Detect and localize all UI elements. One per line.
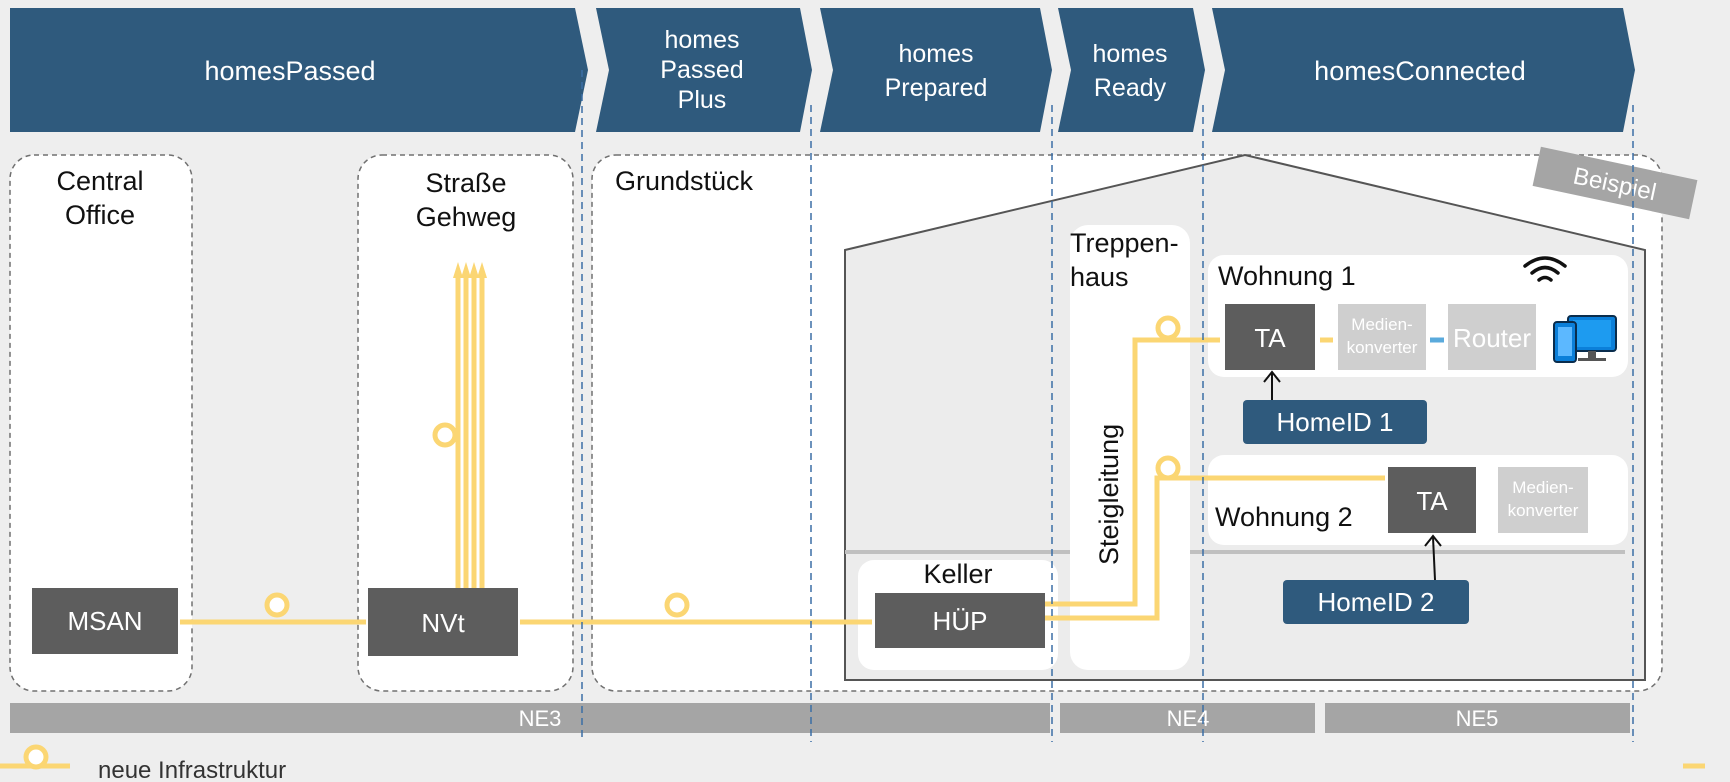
phase-arrow-homes-passed [10,8,588,132]
zone-label-grundstueck: Grundstück [615,166,754,196]
badge-background [1532,146,1698,220]
loop-2 [664,592,690,618]
fiber-riser-1 [1045,337,1220,607]
device-ta-2 [1388,467,1476,533]
homeid-2-box [1283,580,1469,624]
label-treppen: Treppen- [1070,228,1179,258]
homeid-1-box [1243,400,1427,444]
arrowhead-1 [453,262,463,278]
arrow-homeid-2 [1432,536,1436,581]
device-medienkonverter-1-line1: Medien- [1351,315,1412,334]
loop-5 [1155,455,1181,481]
label-keller: Keller [923,559,992,589]
zone-central-office [9,154,193,692]
zone-label-gehweg: Gehweg [416,202,517,232]
device-ta-1 [1225,304,1315,370]
device-medienkonverter-2-line1: Medien- [1512,478,1573,497]
device-medienkonverter-2 [1498,467,1588,533]
ne3-bar [10,703,1050,733]
device-huep-label: HÜP [933,606,988,636]
phase-label-homes-ready-1: homes [1092,40,1167,68]
phase-arrow-homes-passed-plus [596,8,812,132]
label-steigleitung: Steigleitung [1094,424,1124,565]
homeid-1-label: HomeID 1 [1276,407,1393,437]
label-wohnung-1: Wohnung 1 [1218,261,1356,291]
phase-label-homes-passed-plus-3: Plus [678,86,727,114]
device-router [1448,304,1536,370]
ne3-label: NE3 [519,706,562,731]
device-huep [875,593,1045,648]
device-nvt [368,588,518,656]
label-haus: haus [1070,262,1129,292]
wifi-icon [1523,256,1567,282]
arrowhead-homeid-1 [1263,370,1281,383]
homeid-arrows [1263,370,1442,581]
fiber-riser-2 [1045,475,1385,621]
phone-icon [1553,321,1577,363]
phase-label-homes-passed-plus-1: homes [664,26,739,54]
phase-label-homes-ready-2: Ready [1094,74,1167,102]
ne5-label: NE5 [1456,706,1499,731]
phase-arrow-homes-connected [1212,8,1635,132]
arrowhead-4 [477,262,487,278]
arrowhead-3 [469,262,479,278]
phase-label-homes-prepared-2: Prepared [885,74,988,102]
arrowhead-2 [461,262,471,278]
loop-4 [1155,315,1181,341]
device-ta-1-label: TA [1254,323,1286,353]
homeid-2-label: HomeID 2 [1317,587,1434,617]
device-nvt-label: NVt [421,608,465,638]
phase-separators [581,70,1634,742]
phase-arrow-homes-ready [1058,8,1205,132]
zone-label-office: Office [65,200,135,230]
fiber-lines [0,278,1705,769]
phase-label-homes-passed-plus-2: Passed [660,56,743,84]
zone-label-central: Central [56,166,143,196]
phase-label-homes-passed: homesPassed [204,56,375,86]
phase-label-homes-prepared-1: homes [898,40,973,68]
fiber-arrowheads [453,262,487,278]
ne4-bar [1060,703,1315,733]
label-wohnung-2: Wohnung 2 [1215,502,1353,532]
device-medienkonverter-1 [1338,304,1426,370]
fiber-loops [23,315,1181,770]
arrowhead-homeid-2 [1424,534,1442,547]
phase-header: homesPassed homes Passed Plus homes Prep… [10,8,1635,132]
legend-label: neue Infrastruktur [98,757,286,782]
zone-label-strasse: Straße [425,168,506,198]
phase-label-homes-connected: homesConnected [1314,56,1526,86]
device-router-label: Router [1453,323,1531,353]
legend-loop [23,744,49,770]
device-ta-2-label: TA [1416,486,1448,516]
monitor-icon [1567,315,1617,361]
loop-1 [264,592,290,618]
device-msan [32,588,178,654]
device-medienkonverter-2-line2: konverter [1508,501,1579,520]
ne5-bar [1325,703,1630,733]
device-msan-label: MSAN [67,606,142,636]
loop-3 [432,422,458,448]
phase-arrow-homes-prepared [820,8,1052,132]
device-medienkonverter-1-line2: konverter [1347,338,1418,357]
